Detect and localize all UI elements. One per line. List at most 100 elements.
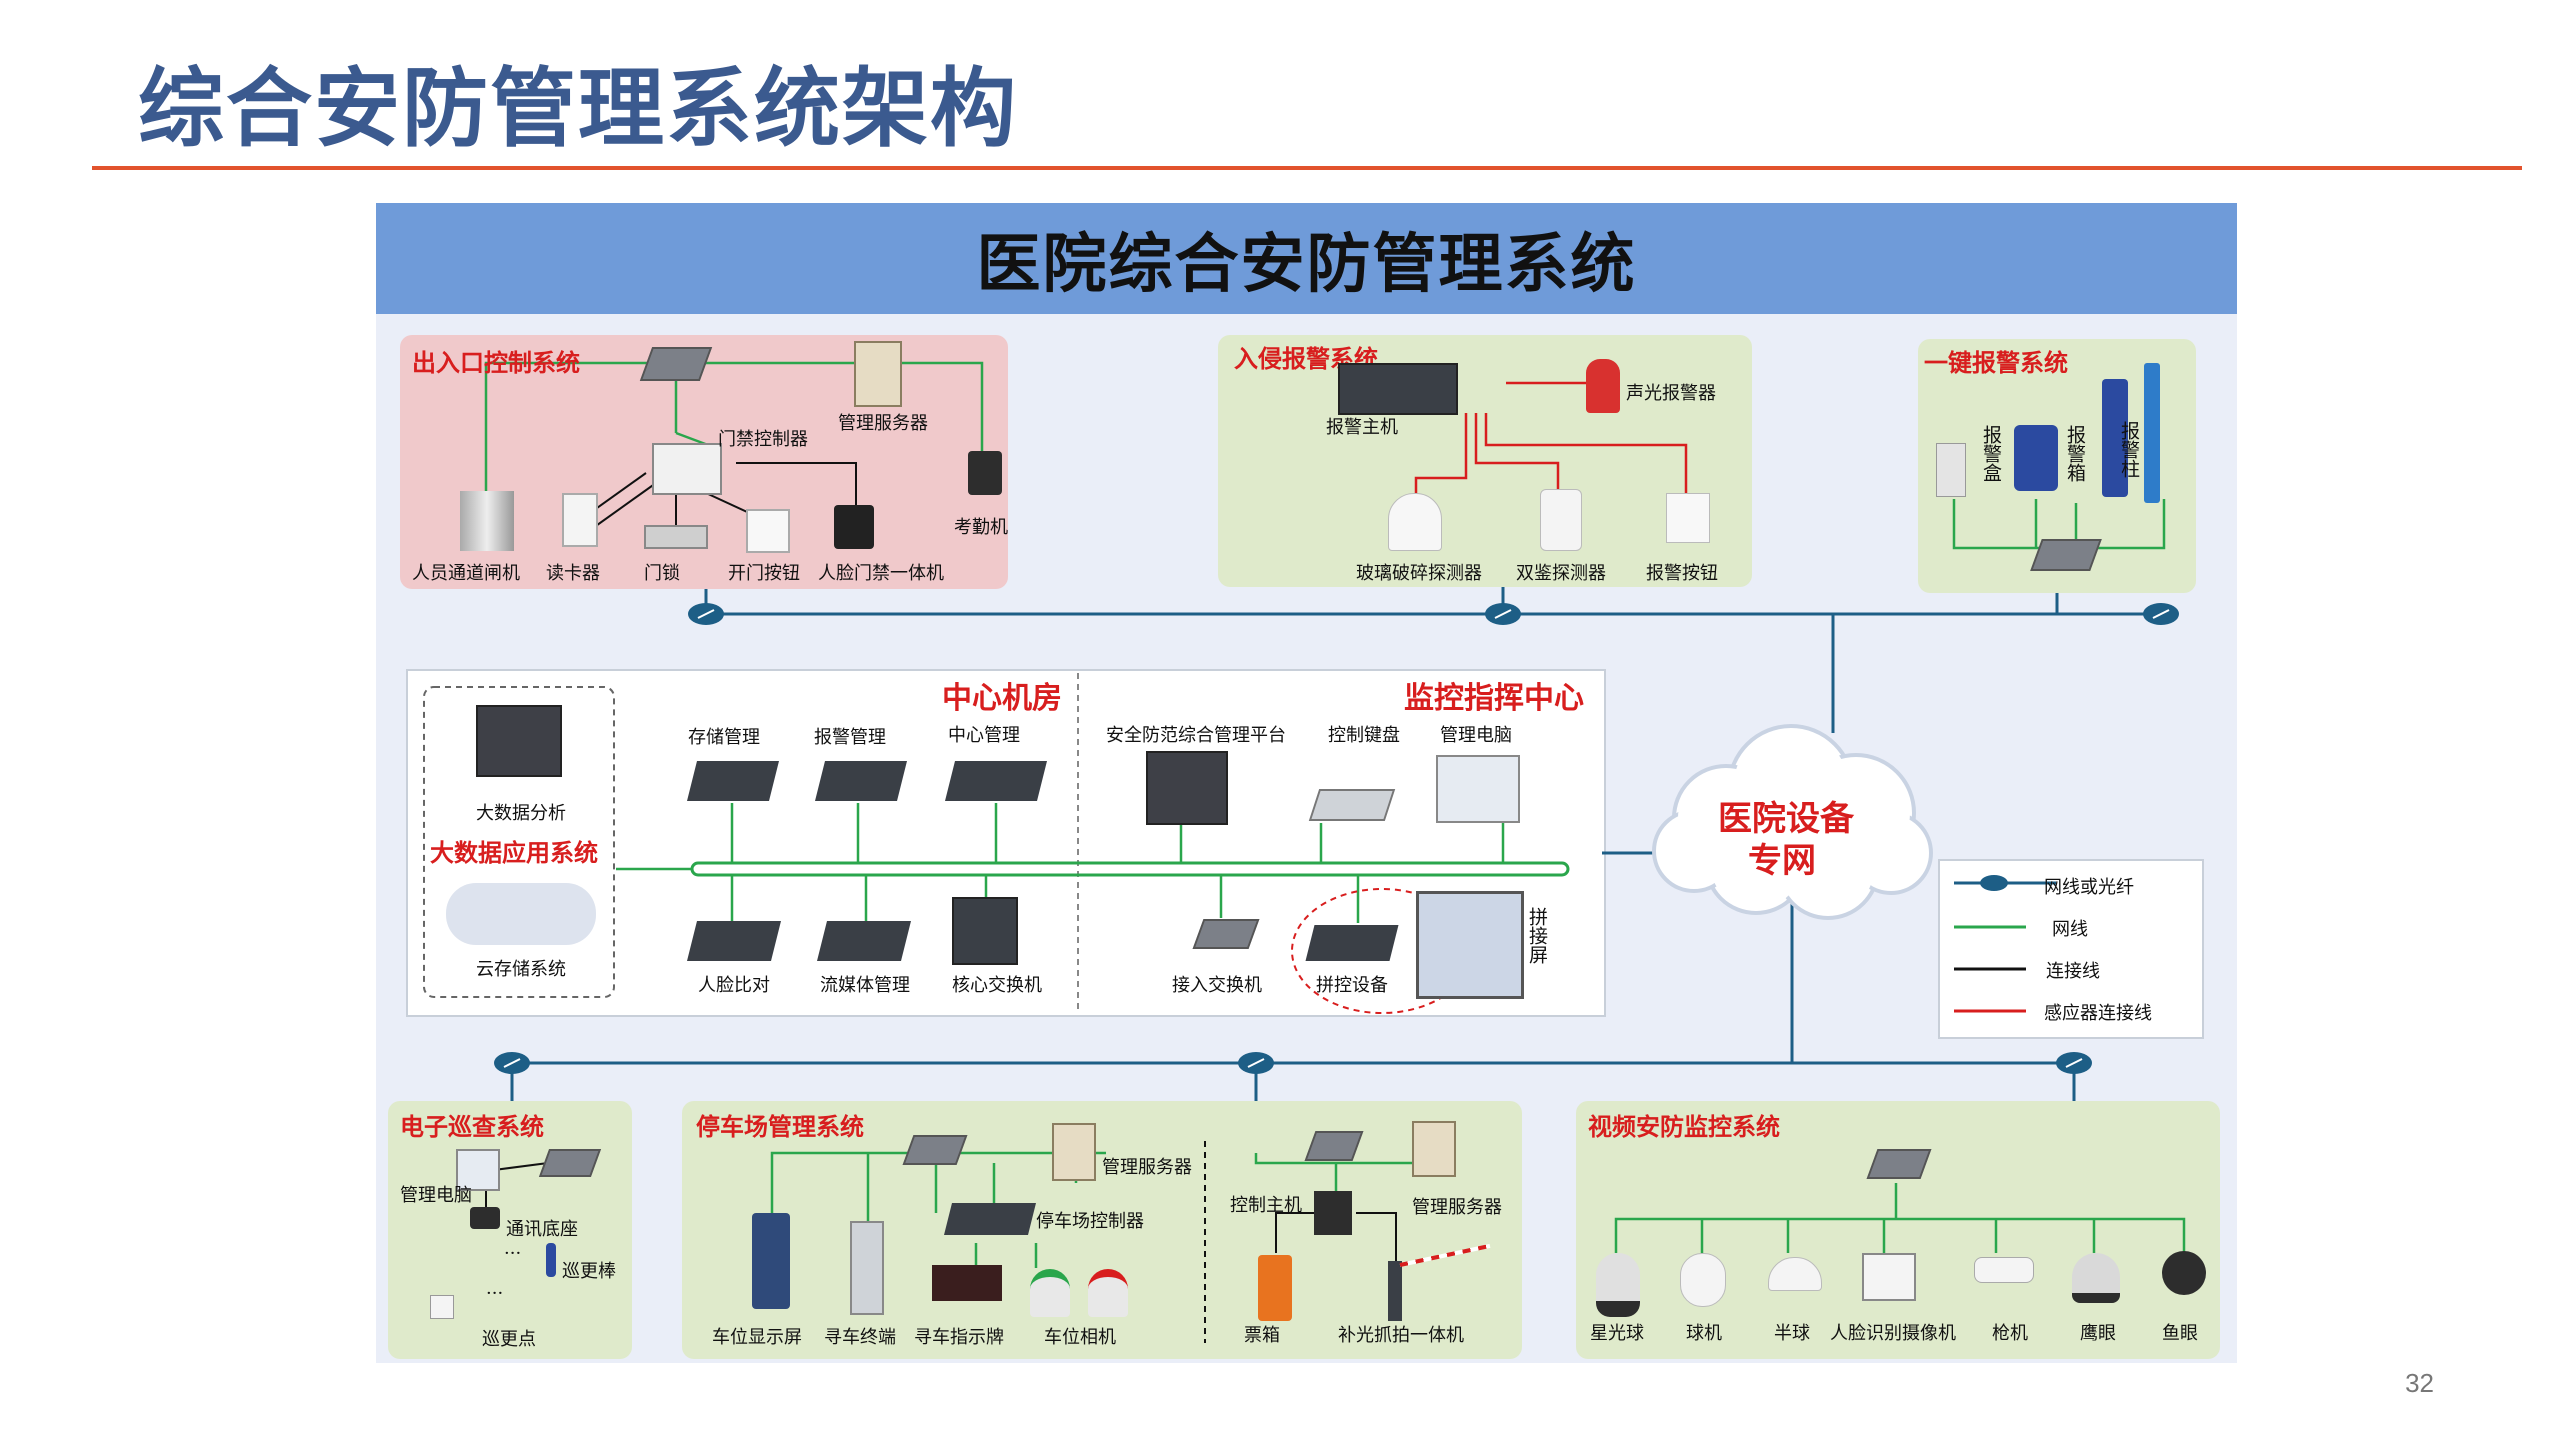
access-control-title: 出入口控制系统 xyxy=(412,349,580,377)
intrusion-red-lines xyxy=(1414,381,1688,498)
label-video-wall: 拼接屏 xyxy=(1526,907,1548,964)
diagram-title: 医院综合安防管理系统 xyxy=(976,227,1637,302)
parking-server-icon xyxy=(1052,1123,1096,1181)
label-dots-2: ··· xyxy=(486,1283,504,1304)
label-face-terminal: 人脸门禁一体机 xyxy=(818,563,944,584)
label-starlight: 星光球 xyxy=(1590,1323,1644,1344)
alarm-box-icon xyxy=(1936,443,1966,497)
label-guide-sign: 寻车指示牌 xyxy=(914,1327,1004,1348)
space-camera2-icon xyxy=(1088,1269,1128,1317)
label-splicer: 拼控设备 xyxy=(1316,975,1388,996)
parking-black-lines xyxy=(1275,1212,1397,1263)
label-dots-1: ··· xyxy=(504,1243,522,1264)
storage-mgmt-icon xyxy=(687,761,779,801)
label-patrol-point: 巡更点 xyxy=(482,1329,536,1350)
patrol-switch-icon xyxy=(538,1149,602,1177)
legend-box xyxy=(1938,859,2204,1039)
alarm-button-icon xyxy=(1666,493,1710,543)
label-access-switch: 接入交换机 xyxy=(1172,975,1262,996)
label-stream-mgmt: 流媒体管理 xyxy=(820,975,910,996)
comm-base-icon xyxy=(470,1207,500,1229)
label-face-camera: 人脸识别摄像机 xyxy=(1830,1323,1956,1344)
parking-title: 停车场管理系统 xyxy=(696,1113,864,1141)
alarm-mgmt-icon xyxy=(815,761,907,801)
label-platform: 安全防范综合管理平台 xyxy=(1106,725,1286,746)
command-center-title: 监控指挥中心 xyxy=(1404,681,1584,716)
label-door-lock: 门锁 xyxy=(644,563,680,584)
machine-room-title: 中心机房 xyxy=(942,681,1062,716)
label-parking-controller: 停车场控制器 xyxy=(1036,1211,1144,1232)
label-glass-detector: 玻璃破碎探测器 xyxy=(1356,563,1482,584)
video-green-lines xyxy=(1614,1183,2186,1253)
parking-switch-icon xyxy=(902,1135,968,1165)
page-number: 32 xyxy=(2405,1368,2434,1398)
exit-button-icon xyxy=(746,509,790,553)
center-mgmt-icon xyxy=(945,761,1047,801)
fisheye-icon xyxy=(2162,1251,2206,1295)
label-alarm-pillar: 报警柱 xyxy=(2118,421,2140,478)
alarm-pillar2-icon xyxy=(2144,363,2160,503)
label-space-display: 车位显示屏 xyxy=(712,1327,802,1348)
label-management-pc: 管理电脑 xyxy=(1440,725,1512,746)
bigdata-title: 大数据应用系统 xyxy=(430,839,598,867)
parking-green-lines xyxy=(770,1151,1438,1268)
label-space-camera: 车位相机 xyxy=(1044,1327,1116,1348)
legend-network: 网线 xyxy=(2052,919,2088,940)
label-parking-server: 管理服务器 xyxy=(1102,1157,1192,1178)
patrol-title: 电子巡查系统 xyxy=(400,1113,544,1141)
glass-detector-icon xyxy=(1388,493,1442,551)
slide-title: 综合安防管理系统架构 xyxy=(138,59,1018,159)
guide-sign-icon xyxy=(932,1265,1002,1301)
platform-server-icon xyxy=(1146,751,1228,825)
door-controller-icon xyxy=(652,443,722,495)
stream-mgmt-icon xyxy=(817,921,911,961)
fiber-backbone xyxy=(510,587,2161,1101)
alarm-pillar-icon xyxy=(2102,379,2128,497)
onekey-switch-icon xyxy=(2030,539,2102,571)
half-dome-icon xyxy=(1768,1257,1822,1291)
label-gate-server: 管理服务器 xyxy=(1412,1197,1502,1218)
cloud-label-line1: 医院设备 xyxy=(1718,799,1854,839)
fiber-connectors xyxy=(494,603,2179,1074)
starlight-dome-icon xyxy=(1596,1253,1640,1317)
management-pc-icon xyxy=(1436,755,1520,823)
label-exit-button: 开门按钮 xyxy=(728,563,800,584)
label-core-switch: 核心交换机 xyxy=(952,975,1042,996)
intrusion-panel xyxy=(1218,335,1752,587)
video-title: 视频安防监控系统 xyxy=(1588,1113,1780,1141)
label-cloud-storage: 云存储系统 xyxy=(476,959,566,980)
label-alarm-box: 报警盒 xyxy=(1980,425,2002,482)
alarm-host-icon xyxy=(1338,363,1458,415)
label-alarm-button: 报警按钮 xyxy=(1646,563,1718,584)
label-capture: 补光抓拍一体机 xyxy=(1338,1325,1464,1346)
architecture-diagram: 医院综合安防管理系统 xyxy=(376,203,2237,1363)
bigdata-dashed-box xyxy=(423,686,615,998)
label-attendance: 考勤机 xyxy=(954,517,1008,538)
face-terminal-icon xyxy=(834,505,874,549)
label-alarm-host: 报警主机 xyxy=(1326,417,1398,438)
label-eagle-eye: 鹰眼 xyxy=(2080,1323,2116,1344)
eagle-eye-icon xyxy=(2072,1253,2120,1303)
patrol-pc-icon xyxy=(456,1149,500,1191)
label-ticket-box: 票箱 xyxy=(1244,1325,1280,1346)
label-center-mgmt: 中心管理 xyxy=(948,725,1020,746)
face-compare-icon xyxy=(687,921,781,961)
video-switch-icon xyxy=(1866,1149,1932,1179)
control-keyboard-icon xyxy=(1308,789,1396,821)
access-switch-icon xyxy=(1192,919,1260,949)
label-comm-base: 通讯底座 xyxy=(506,1219,578,1240)
ticket-box-icon xyxy=(1258,1255,1292,1321)
label-dual-detector: 双鉴探测器 xyxy=(1516,563,1606,584)
patrol-stick-icon xyxy=(546,1243,556,1277)
label-door-controller: 门禁控制器 xyxy=(718,429,808,450)
gate-icon xyxy=(460,491,514,551)
label-face-compare: 人脸比对 xyxy=(698,975,770,996)
legend-lines xyxy=(1954,875,2056,1013)
video-panel xyxy=(1576,1101,2220,1359)
label-patrol-pc: 管理电脑 xyxy=(400,1185,472,1206)
siren-icon xyxy=(1586,359,1620,413)
patrol-point-icon xyxy=(430,1295,454,1319)
attendance-icon xyxy=(968,451,1002,495)
big-data-server-icon xyxy=(476,705,562,777)
label-control-host: 控制主机 xyxy=(1230,1195,1302,1216)
